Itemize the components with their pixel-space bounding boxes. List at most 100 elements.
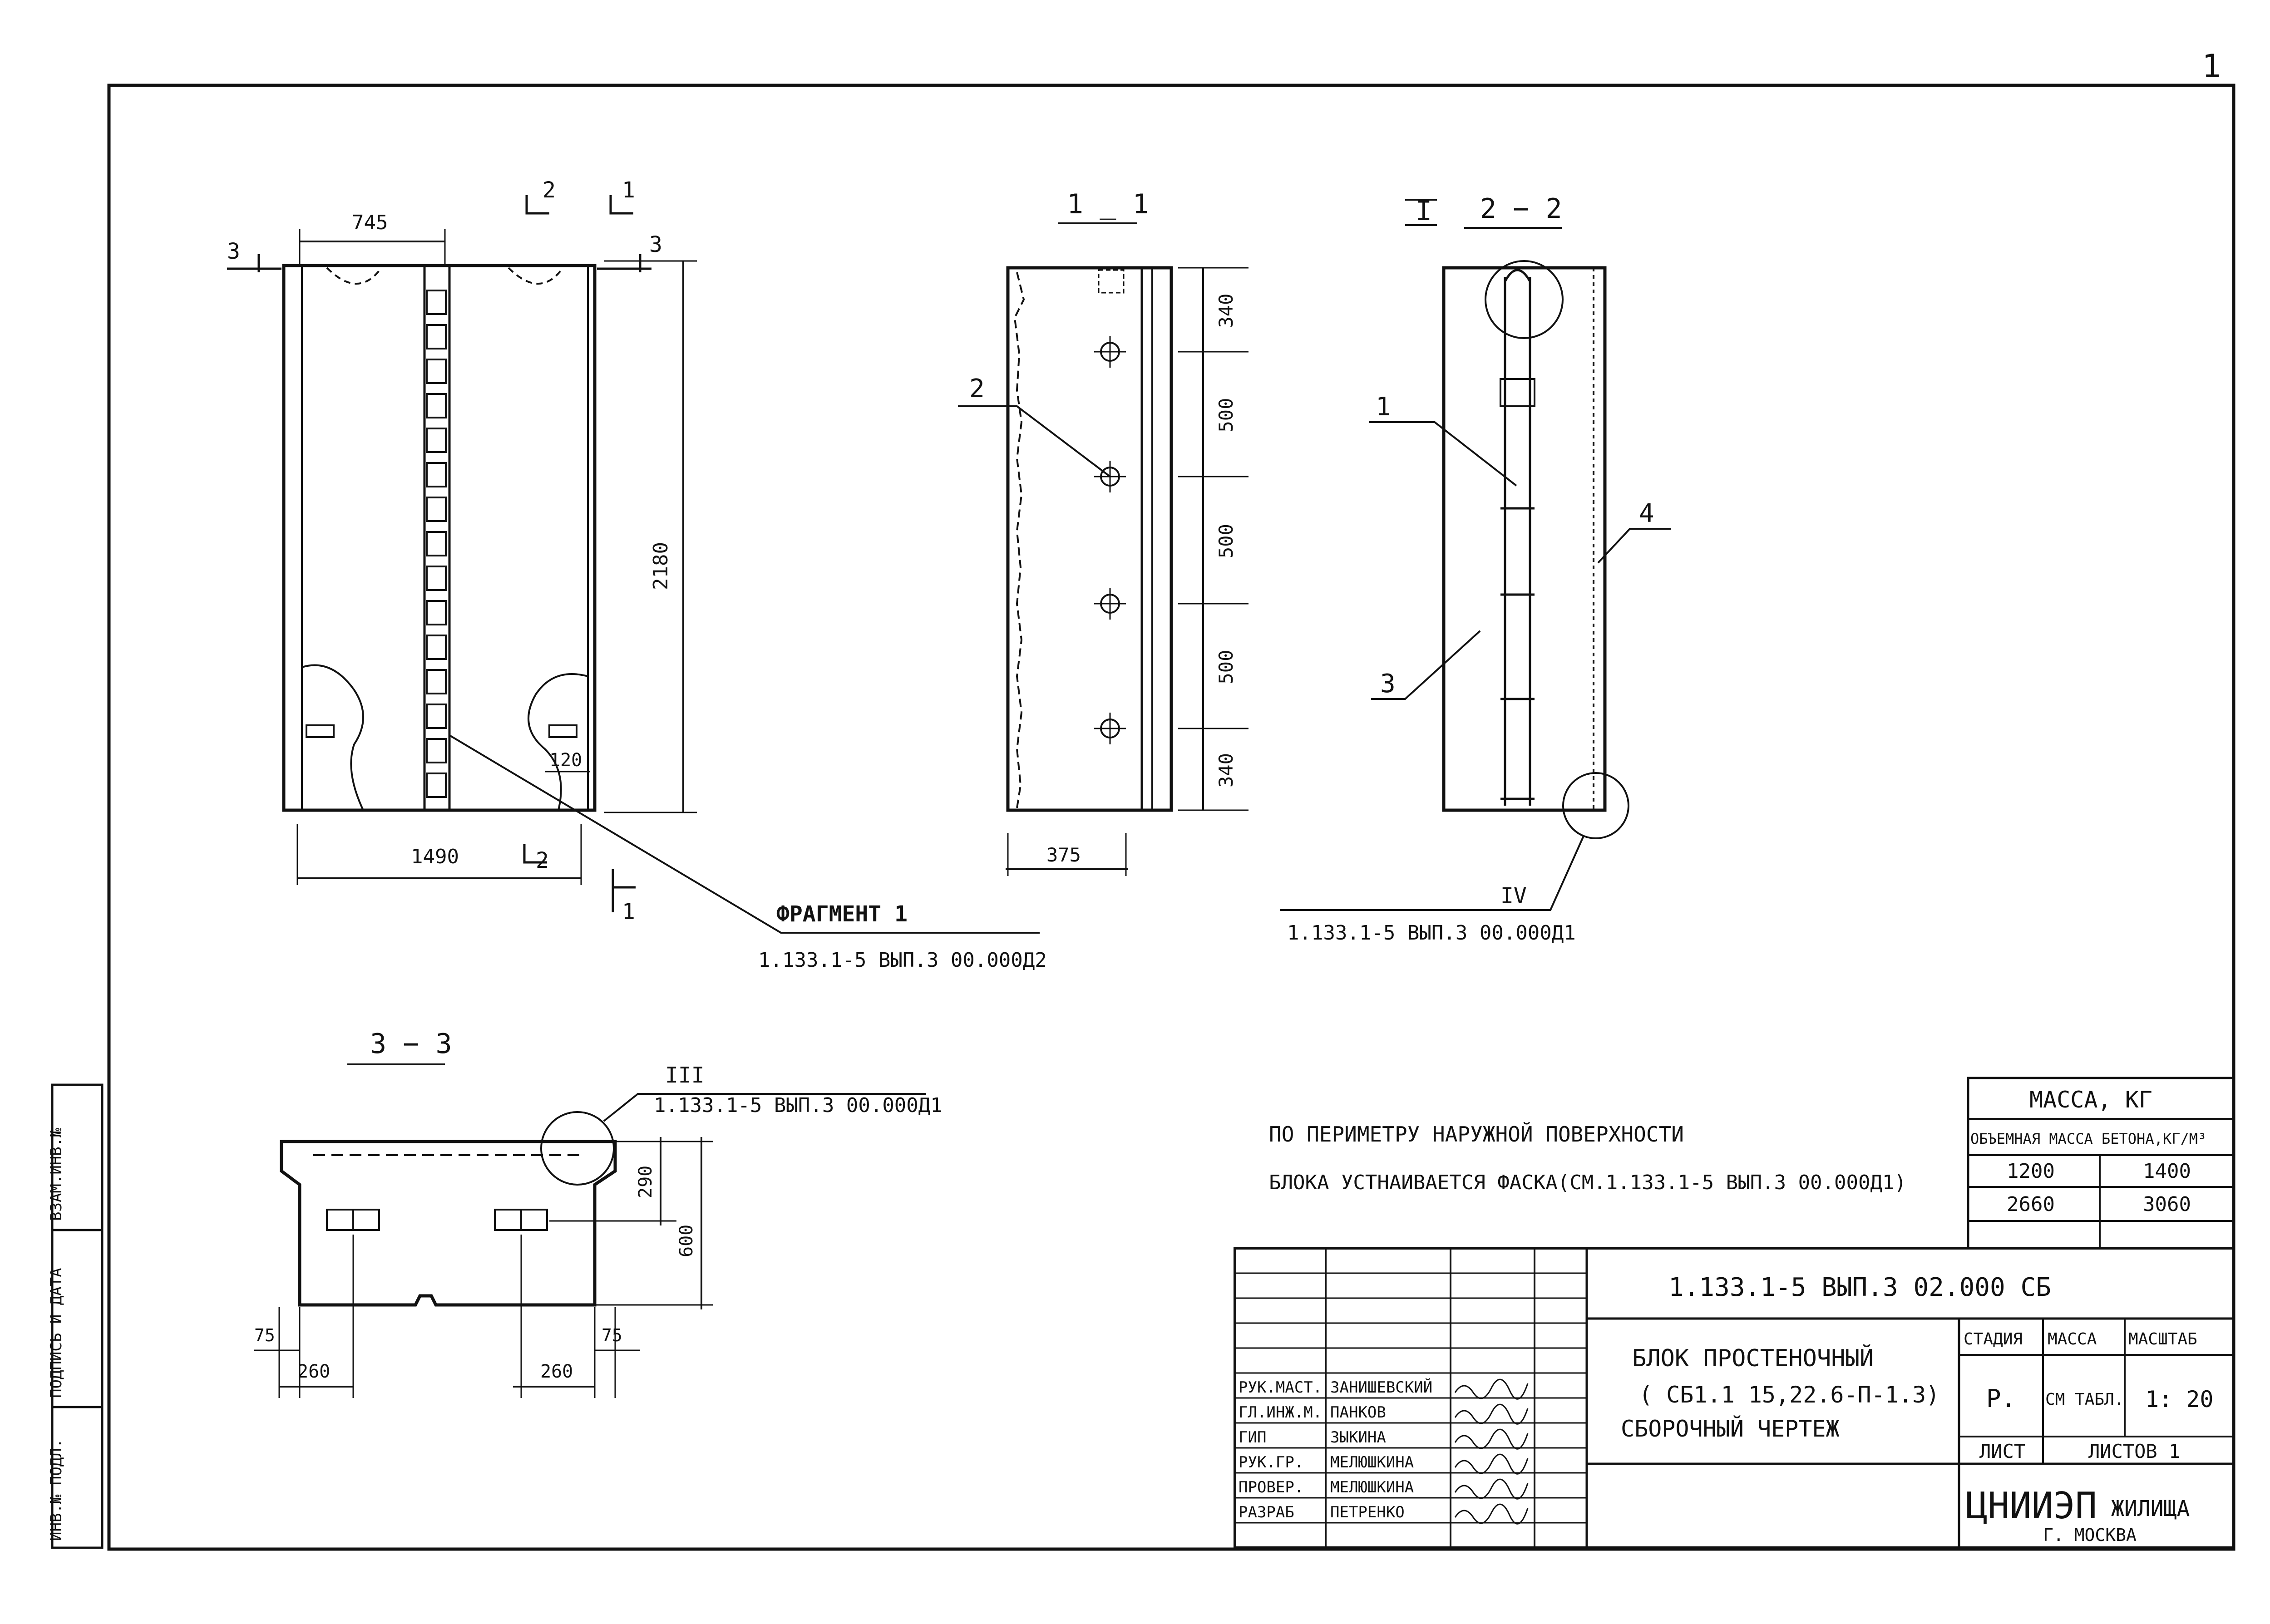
dim-chain-value: 500 — [1215, 650, 1237, 684]
joint-key — [426, 428, 447, 453]
section-3-3-outline — [280, 1140, 617, 1307]
dim-260-left: 260 — [297, 1361, 330, 1382]
joint-key — [426, 704, 447, 729]
note-line-1: ПО ПЕРИМЕТРУ НАРУЖНОЙ ПОВЕРХНОСТИ — [1269, 1122, 1684, 1147]
joint-key — [426, 393, 447, 418]
stage-value: Р. — [1986, 1384, 2016, 1413]
callout-2: 2 — [969, 374, 985, 404]
node-III-circle — [540, 1111, 615, 1186]
node-IV-label: IV — [1500, 883, 1527, 909]
signature-scribble — [1454, 1403, 1529, 1425]
stage-header: СТАДИЯ — [1964, 1330, 2023, 1348]
section-2-2-outline — [1442, 266, 1607, 812]
dim-260-right: 260 — [540, 1361, 573, 1382]
section-mark-2-bottom: 2 — [536, 848, 549, 873]
mass-value-2660: 2660 — [2007, 1193, 2055, 1216]
joint-keys — [426, 290, 447, 798]
side-stamp: ВЗАМ.ИНВ.№ ПОДПИСЬ И ДАТА ИНВ.№ ПОДЛ. — [47, 1083, 104, 1549]
name-line-1: БЛОК ПРОСТЕНОЧНЫЙ — [1632, 1344, 1874, 1372]
mass-value-3060: 3060 — [2143, 1193, 2191, 1216]
title-block: 1.133.1-5 ВЫП.3 02.000 СБ БЛОК ПРОСТЕНОЧ… — [1234, 1247, 2235, 1549]
callout-4: 4 — [1639, 499, 1654, 528]
dim-75-right: 75 — [602, 1325, 622, 1345]
signer-role: ГИП — [1239, 1428, 1266, 1447]
dim-120: 120 — [549, 750, 582, 771]
doc-code: 1.133.1-5 ВЫП.3 02.000 СБ — [1668, 1273, 2051, 1302]
section-3-3-title: 3 − 3 — [370, 1028, 452, 1060]
joint-key — [426, 359, 447, 384]
section-mark-2-top: 2 — [543, 177, 556, 203]
stamp-vzam: ВЗАМ.ИНВ.№ — [47, 1128, 65, 1221]
section-2-2: I 2 − 2 1 3 4 IV 1.133.1-5 ВЫП.3 00.000Д… — [1280, 193, 1671, 945]
mass-table: МАССА, КГ ОБЪЕМНАЯ МАССА БЕТОНА,КГ/М³ 12… — [1967, 1077, 2235, 1250]
signature-scribble — [1454, 1428, 1529, 1450]
section-2-2-ref: 1.133.1-5 ВЫП.3 00.000Д1 — [1287, 921, 1576, 945]
signer-name: ЗЫКИНА — [1330, 1428, 1386, 1447]
joint-key — [426, 773, 447, 798]
breakout-right — [528, 673, 588, 811]
signer-name: ПЕТРЕНКО — [1330, 1503, 1405, 1521]
section-mark-1-bottom: 1 — [622, 899, 635, 925]
joint-key — [426, 497, 447, 522]
joint-key — [426, 738, 447, 763]
dim-chain-value: 500 — [1215, 524, 1237, 558]
stamp-inv: ИНВ.№ ПОДЛ. — [47, 1439, 65, 1541]
callout-1: 1 — [1376, 392, 1391, 422]
signer-name: МЕЛЮШКИНА — [1330, 1453, 1414, 1471]
dim-1490: 1490 — [411, 845, 459, 868]
dim-745: 745 — [352, 211, 388, 234]
signer-role: РУК.МАСТ. — [1239, 1378, 1322, 1397]
insert-left — [306, 724, 335, 738]
joint-key — [426, 669, 447, 694]
sheets-header: ЛИСТОВ 1 — [2088, 1440, 2180, 1462]
signer-role: РУК.ГР. — [1239, 1453, 1303, 1471]
section-3-3: 3 − 3 III 1.133.1-5 ВЫП.3 00.000Д1 290 6… — [254, 1028, 943, 1398]
org-city: Г. МОСКВА — [2043, 1525, 2137, 1545]
signer-role: РАЗРАБ — [1239, 1503, 1294, 1521]
node-IV-circle — [1562, 772, 1629, 839]
signer-name: МЕЛЮШКИНА — [1330, 1478, 1414, 1496]
joint-key — [426, 635, 447, 660]
dim-600: 600 — [676, 1225, 697, 1257]
section-3-3-ref: 1.133.1-5 ВЫП.3 00.000Д1 — [654, 1094, 943, 1117]
section-1-1-title: 1 _ 1 — [1067, 188, 1149, 220]
joint-key — [426, 462, 447, 487]
section-mark-3-right: 3 — [649, 232, 662, 257]
mass-header: МАССА — [2048, 1330, 2097, 1348]
dim-290: 290 — [635, 1166, 656, 1198]
mass-value: СМ ТАБЛ. — [2045, 1390, 2124, 1409]
signature-rows: РУК.МАСТ. ЗАНИШЕВСКИЙ ГЛ.ИНЖ.М. ПАНКОВ ГИП ЗЫ… — [1239, 1378, 1529, 1525]
fragment-ref: 1.133.1-5 ВЫП.3 00.000Д2 — [758, 949, 1047, 972]
dim-chain-value: 340 — [1215, 753, 1237, 787]
signer-name: ЗАНИШЕВСКИЙ — [1330, 1378, 1432, 1397]
sheet-header: ЛИСТ — [1979, 1440, 2025, 1462]
stamp-podpis: ПОДПИСЬ И ДАТА — [47, 1268, 65, 1398]
name-line-2: ( СБ1.1 15,22.6-П-1.3) — [1639, 1382, 1939, 1408]
note-line-2: БЛОКА УСТНАИВАЕТСЯ ФАСКА(СМ.1.133.1-5 ВЫ… — [1269, 1171, 1906, 1194]
loop-left-dashed — [326, 267, 382, 285]
scale-header: МАСШТАБ — [2128, 1330, 2197, 1348]
section-1-1-outline — [1006, 266, 1173, 812]
signature-scribble — [1454, 1378, 1529, 1400]
joint-key — [426, 531, 447, 556]
org-name-2: ЖИЛИЩА — [2111, 1496, 2190, 1521]
node-I-circle — [1485, 260, 1564, 339]
section-2-2-title: 2 − 2 — [1480, 193, 1562, 225]
section-mark-1-top: 1 — [622, 177, 635, 203]
dim-chain-value: 500 — [1215, 398, 1237, 433]
mass-header-1200: 1200 — [2007, 1160, 2055, 1183]
joint-key — [426, 290, 447, 315]
page-number: 1 — [2202, 48, 2221, 85]
mass-table-subtitle: ОБЪЕМНАЯ МАССА БЕТОНА,КГ/М³ — [1970, 1130, 2206, 1147]
scale-value: 1: 20 — [2145, 1386, 2214, 1412]
joint-key — [426, 324, 447, 349]
signer-name: ПАНКОВ — [1330, 1403, 1386, 1422]
section-mark-3-left: 3 — [227, 239, 240, 264]
dim-375: 375 — [1046, 844, 1081, 866]
signer-role: ГЛ.ИНЖ.М. — [1239, 1403, 1322, 1422]
mass-table-title: МАССА, КГ — [2029, 1087, 2152, 1113]
sheet-frame — [107, 84, 2235, 1551]
org-name: ЦНИИЭП — [1966, 1485, 2097, 1527]
